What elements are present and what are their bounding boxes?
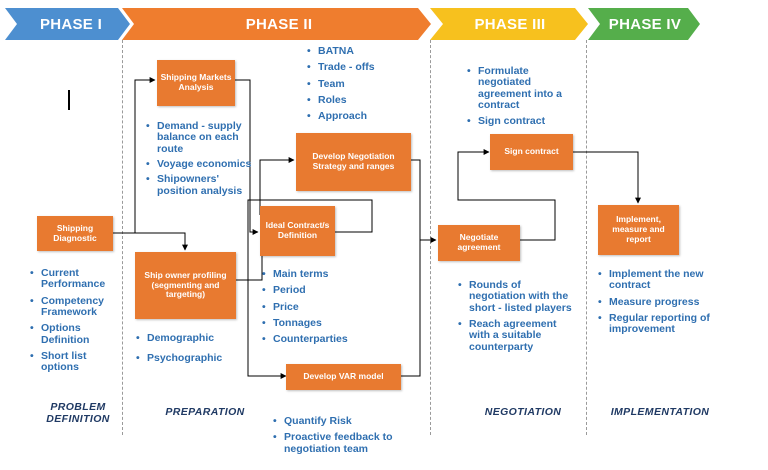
list-item: Tonnages [262, 317, 412, 330]
stage-problem-definition: PROBLEM DEFINITION [46, 401, 110, 425]
list-item: Reach agreement with a suitable counterp… [458, 318, 580, 353]
list-item: Roles [307, 94, 417, 107]
list-item: Rounds of negotiation with the short - l… [458, 279, 580, 314]
contract-list: Main terms Period Price Tonnages Counter… [262, 268, 412, 351]
phase-3-label: PHASE III [474, 15, 546, 33]
list-item: Counterparties [262, 333, 412, 346]
ideal-contract-box: Ideal Contract/s Definition [260, 206, 335, 256]
profiling-list: Demographic Psychographic [136, 332, 246, 370]
phase-3-arrow [430, 8, 588, 40]
phase-1-label: PHASE I [39, 15, 103, 33]
phase1-list: Current Performance Competency Framework… [30, 267, 122, 379]
stage-negotiation: NEGOTIATION [484, 406, 562, 418]
list-item: Options Definition [30, 323, 122, 346]
phase-2-label: PHASE II [245, 15, 313, 33]
var-list: Quantify Risk Proactive feedback to nego… [273, 415, 423, 460]
phase-4-label: PHASE IV [608, 15, 682, 33]
strategy-list: BATNA Trade - offs Team Roles Approach [307, 45, 417, 128]
list-item: Shipowners' position analysis [146, 174, 262, 197]
markets-list: Demand - supply balance on each route Vo… [146, 120, 262, 201]
list-item: Quantify Risk [273, 415, 423, 428]
list-item: Competency Framework [30, 295, 122, 319]
phase4-list: Implement the new contract Measure progr… [598, 268, 718, 341]
divider-3 [586, 40, 587, 435]
shipowner-profiling-box: Ship owner profiling (segmenting and tar… [135, 252, 236, 319]
divider-1 [122, 40, 123, 435]
implement-box: Implement, measure and report [598, 205, 679, 255]
negotiate-agreement-box: Negotiate agreement [438, 225, 520, 261]
phase-4-arrow [588, 8, 700, 40]
list-item: Approach [307, 110, 417, 123]
stage-preparation: PREPARATION [165, 406, 245, 418]
list-item: Price [262, 301, 412, 314]
list-item: Measure progress [598, 296, 718, 309]
phase-banner [5, 8, 700, 40]
list-item: Sign contract [467, 115, 582, 128]
negotiation-strategy-box: Develop Negotiation Strategy and ranges [296, 133, 411, 191]
list-item: Proactive feedback to negotiation team [273, 432, 423, 455]
sign-contract-box: Sign contract [490, 134, 573, 170]
list-item: Demographic [136, 332, 246, 345]
shipping-markets-box: Shipping Markets Analysis [157, 60, 235, 106]
list-item: Demand - supply balance on each route [146, 120, 262, 155]
list-item: Implement the new contract [598, 268, 718, 292]
list-item: BATNA [307, 45, 417, 58]
list-item: Voyage economics [146, 158, 262, 171]
list-item: Current Performance [30, 267, 122, 291]
phase-1-arrow [5, 8, 130, 40]
divider-2 [430, 40, 431, 435]
list-item: Period [262, 284, 412, 297]
var-model-box: Develop VAR model [286, 364, 401, 390]
shipping-diagnostic-box: Shipping Diagnostic [37, 216, 113, 251]
list-item: Short list options [30, 350, 122, 374]
list-item: Regular reporting of improvement [598, 312, 718, 336]
phase3-bottom-list: Rounds of negotiation with the short - l… [458, 279, 580, 358]
list-item: Main terms [262, 268, 412, 281]
list-item: Team [307, 78, 417, 91]
phase-2-arrow [122, 8, 431, 40]
text-cursor [68, 90, 70, 110]
stage-implementation: IMPLEMENTATION [610, 406, 710, 418]
phase3-top-list: Formulate negotiated agreement into a co… [467, 65, 582, 133]
list-item: Psychographic [136, 352, 246, 365]
list-item: Trade - offs [307, 61, 417, 74]
list-item: Formulate negotiated agreement into a co… [467, 65, 582, 111]
